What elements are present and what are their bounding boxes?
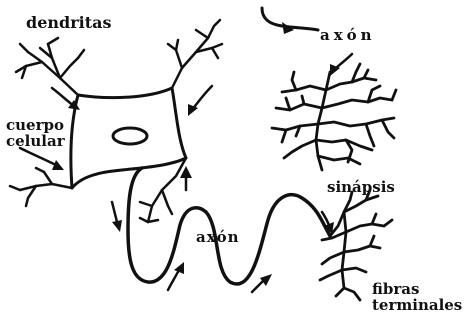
label-cuerpo-line2: celular xyxy=(6,134,65,150)
axon-left-neuron xyxy=(128,168,330,284)
dendrite-upper-left xyxy=(16,38,84,95)
nucleus xyxy=(113,128,147,144)
label-sinapsis: sinápsis xyxy=(327,180,395,196)
label-fibras-line2: terminales xyxy=(372,298,462,314)
label-dendritas: dendritas xyxy=(26,15,111,32)
label-axon-mid: axón xyxy=(196,230,240,246)
incoming-axon-top xyxy=(262,8,318,30)
label-axon-top: axón xyxy=(320,28,376,44)
cell-body xyxy=(71,88,186,188)
dendrite-lower-left xyxy=(10,168,72,206)
label-cuerpo-celular: cuerpo celular xyxy=(6,118,65,150)
label-fibras-terminales: fibras terminales xyxy=(372,282,462,314)
terminal-tree-top xyxy=(272,64,396,170)
dendrite-upper-right xyxy=(168,20,222,88)
